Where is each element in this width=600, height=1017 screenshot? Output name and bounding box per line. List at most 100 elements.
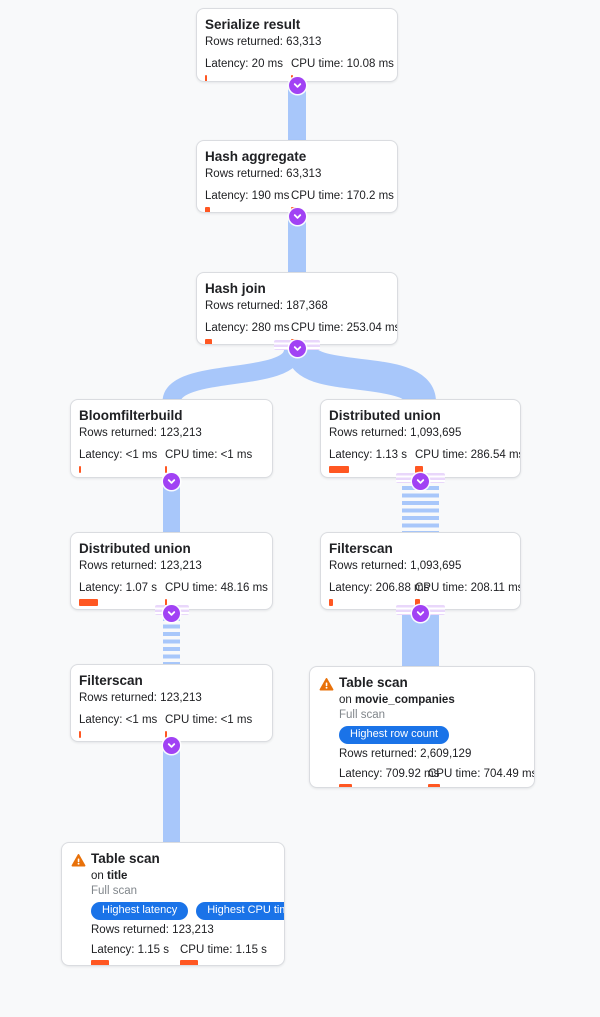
- edge-serialize-to-hash-aggregate: [288, 81, 306, 141]
- latency-bar: [339, 784, 352, 787]
- metrics-row: Latency: 1.07 s CPU time: 48.16 ms: [79, 581, 268, 606]
- chevron-down-icon: [293, 82, 301, 88]
- node-title: Hash aggregate: [205, 149, 307, 164]
- latency-bar: [79, 465, 81, 473]
- node-title: Distributed union: [329, 408, 441, 423]
- latency-bar: [329, 598, 333, 606]
- node-title: Table scan: [91, 851, 160, 866]
- cpu-time-bar: [180, 960, 198, 965]
- latency-label: Latency: 206.88 ms: [329, 582, 430, 595]
- cpu-time-label: CPU time: <1 ms: [165, 714, 253, 727]
- latency-label: Latency: <1 ms: [79, 449, 158, 462]
- node-serialize-result[interactable]: Serialize result Rows returned: 63,313 L…: [196, 8, 398, 82]
- edge-distributed-union-to-filterscan-left: [163, 617, 180, 664]
- expand-collapse-bloomfilterbuild[interactable]: [163, 472, 180, 490]
- latency-bar: [91, 960, 109, 965]
- cpu-time-bar: [415, 465, 423, 473]
- rows-returned: Rows returned: 187,368: [205, 299, 328, 312]
- latency-bar: [205, 74, 207, 81]
- latency-label: Latency: 190 ms: [205, 190, 290, 203]
- warning-icon: [319, 677, 334, 692]
- node-table-scan-right[interactable]: Table scan on movie_companies Full scan …: [309, 666, 535, 788]
- rows-returned: Rows returned: 123,213: [79, 691, 202, 704]
- rows-returned: Rows returned: 123,213: [91, 923, 214, 936]
- metrics-row: Latency: 190 ms CPU time: 170.2 ms: [205, 189, 394, 212]
- chevron-down-icon: [416, 610, 425, 616]
- expand-collapse-hash-aggregate[interactable]: [288, 207, 306, 225]
- on-prefix: on: [339, 693, 355, 706]
- latency-bar: [205, 338, 212, 344]
- latency-label: Latency: 20 ms: [205, 58, 283, 71]
- rows-returned: Rows returned: 123,213: [79, 559, 202, 572]
- cpu-time-label: CPU time: 48.16 ms: [165, 582, 268, 595]
- cpu-time-bar: [415, 598, 420, 606]
- expand-collapse-filterscan-right[interactable]: [412, 604, 429, 622]
- node-title: Distributed union: [79, 541, 191, 556]
- cpu-time-bar: [165, 465, 167, 473]
- node-table-scan-left[interactable]: Table scan on title Full scan Highest la…: [61, 842, 285, 966]
- rows-returned: Rows returned: 2,609,129: [339, 747, 472, 760]
- node-hash-join[interactable]: Hash join Rows returned: 187,368 Latency…: [196, 272, 398, 345]
- expand-collapse-distributed-union-right[interactable]: [412, 472, 429, 490]
- expand-collapse-filterscan-left[interactable]: [163, 736, 180, 754]
- on-prefix: on: [91, 869, 107, 882]
- scan-type: Full scan: [339, 709, 386, 722]
- badges-row: Highest row count: [339, 725, 524, 744]
- metrics-row: Latency: 1.13 s CPU time: 286.54 ms: [329, 448, 520, 473]
- rows-returned: Rows returned: 123,213: [79, 426, 202, 439]
- edge-bloomfilterbuild-to-distributed-union: [163, 477, 180, 533]
- node-distributed-union-left[interactable]: Distributed union Rows returned: 123,213…: [70, 532, 273, 610]
- rows-returned: Rows returned: 1,093,695: [329, 559, 462, 572]
- node-title: Filterscan: [329, 541, 393, 556]
- metrics-row: Latency: 709.92 ms CPU time: 704.49 ms: [339, 767, 534, 787]
- cpu-time-label: CPU time: <1 ms: [165, 449, 253, 462]
- rows-returned: Rows returned: 1,093,695: [329, 426, 462, 439]
- cpu-time-label: CPU time: 1.15 s: [180, 944, 267, 956]
- cpu-time-label: CPU time: 704.49 ms: [428, 768, 535, 780]
- latency-bar: [79, 730, 81, 738]
- table-name: movie_companies: [355, 693, 455, 706]
- edge-distributed-union-to-filterscan-right: [402, 486, 439, 532]
- edge-hash-join-left-branch: [162, 347, 302, 405]
- edge-hash-join-right-branch: [286, 346, 436, 406]
- metrics-row: Latency: 1.15 s CPU time: 1.15 s: [91, 943, 274, 965]
- latency-bar: [205, 206, 210, 212]
- scan-target: on movie_companies: [339, 693, 524, 707]
- chevron-down-icon: [167, 478, 176, 484]
- chevron-down-icon: [167, 610, 176, 616]
- cpu-time-label: CPU time: 170.2 ms: [291, 190, 394, 203]
- metrics-row: Latency: <1 ms CPU time: <1 ms: [79, 713, 262, 738]
- scan-target: on title: [91, 869, 274, 883]
- cpu-time-label: CPU time: 10.08 ms: [291, 58, 394, 71]
- cpu-time-bar: [165, 598, 167, 606]
- expand-collapse-distributed-union-left[interactable]: [163, 604, 180, 622]
- expand-collapse-serialize[interactable]: [288, 76, 306, 94]
- node-hash-aggregate[interactable]: Hash aggregate Rows returned: 63,313 Lat…: [196, 140, 398, 213]
- cpu-time-bar: [165, 730, 167, 738]
- metrics-row: Latency: 20 ms CPU time: 10.08 ms: [205, 57, 394, 81]
- latency-label: Latency: 1.07 s: [79, 582, 157, 595]
- cpu-time-bar: [428, 784, 440, 787]
- node-title: Filterscan: [79, 673, 143, 688]
- latency-label: Latency: 1.15 s: [91, 944, 169, 956]
- node-filterscan-right[interactable]: Filterscan Rows returned: 1,093,695 Late…: [320, 532, 521, 610]
- node-distributed-union-right[interactable]: Distributed union Rows returned: 1,093,6…: [320, 399, 521, 478]
- scan-type: Full scan: [91, 885, 138, 898]
- node-filterscan-left[interactable]: Filterscan Rows returned: 123,213 Latenc…: [70, 664, 273, 742]
- cpu-time-label: CPU time: 208.11 ms: [415, 582, 521, 595]
- table-name: title: [107, 869, 128, 882]
- edge-filterscan-to-table-scan-left: [163, 741, 180, 843]
- latency-label: Latency: <1 ms: [79, 714, 158, 727]
- latency-bar: [329, 465, 349, 473]
- badges-row: Highest latency Highest CPU time: [91, 901, 284, 920]
- node-bloomfilterbuild[interactable]: Bloomfilterbuild Rows returned: 123,213 …: [70, 399, 273, 478]
- expand-collapse-hash-join[interactable]: [288, 339, 306, 357]
- latency-label: Latency: 280 ms: [205, 322, 290, 335]
- cpu-time-label: CPU time: 253.04 ms: [291, 322, 398, 335]
- warning-icon: [71, 853, 86, 868]
- cpu-time-label: CPU time: 286.54 ms: [415, 449, 521, 462]
- edge-hash-aggregate-to-hash-join: [288, 212, 306, 273]
- chevron-down-icon: [293, 345, 301, 351]
